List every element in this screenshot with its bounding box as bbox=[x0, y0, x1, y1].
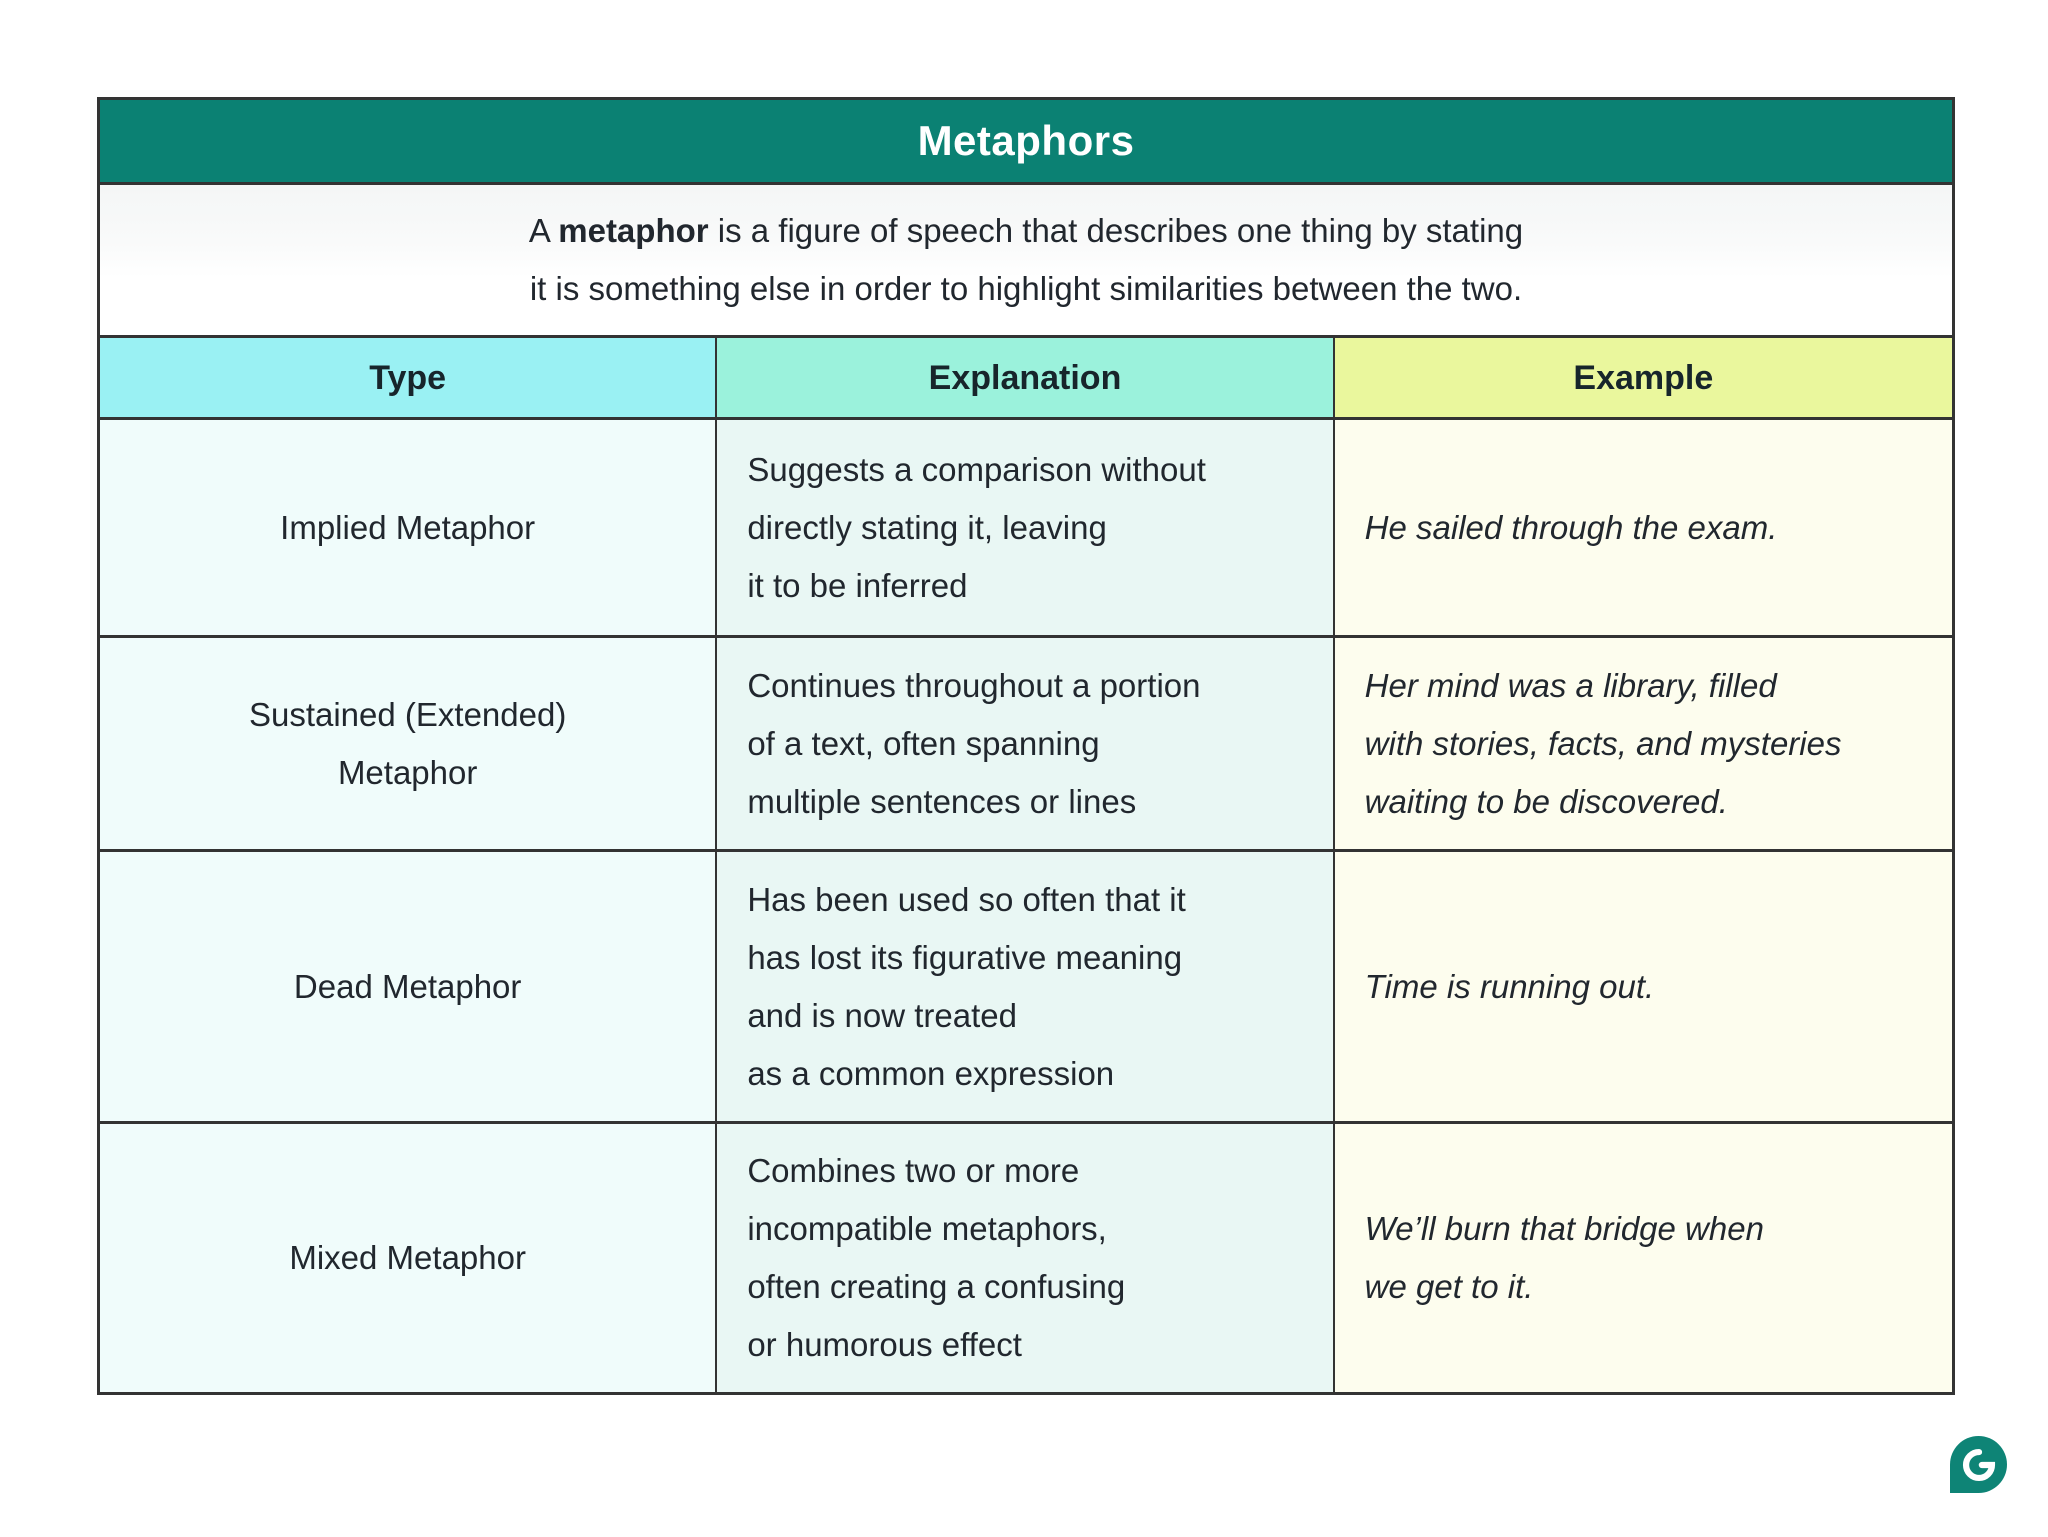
column-header-explanation: Explanation bbox=[717, 338, 1335, 420]
row-implied-type: Implied Metaphor bbox=[100, 420, 718, 638]
table-title-bar: Metaphors bbox=[100, 100, 1952, 185]
row-dead-explanation: Has been used so often that it has lost … bbox=[717, 852, 1335, 1124]
metaphor-types-grid: Type Explanation Example Implied Metapho… bbox=[100, 338, 1952, 1392]
row-dead-type: Dead Metaphor bbox=[100, 852, 718, 1124]
row-mixed-example: We’ll burn that bridge when we get to it… bbox=[1334, 1124, 1952, 1392]
row-sustained-explanation: Continues throughout a portion of a text… bbox=[717, 638, 1335, 852]
intro-prefix: A bbox=[528, 212, 559, 249]
column-header-type: Type bbox=[100, 338, 718, 420]
row-implied-explanation: Suggests a comparison without directly s… bbox=[717, 420, 1335, 638]
row-mixed-type: Mixed Metaphor bbox=[100, 1124, 718, 1392]
row-mixed-explanation: Combines two or more incompatible metaph… bbox=[717, 1124, 1335, 1392]
row-dead-example: Time is running out. bbox=[1334, 852, 1952, 1124]
row-implied-example: He sailed through the exam. bbox=[1334, 420, 1952, 638]
intro-line-2: it is something else in order to highlig… bbox=[529, 270, 1523, 307]
column-header-example: Example bbox=[1334, 338, 1952, 420]
intro-text: A metaphor is a figure of speech that de… bbox=[100, 185, 1952, 338]
intro-bold-word: metaphor bbox=[558, 212, 709, 249]
row-sustained-type: Sustained (Extended) Metaphor bbox=[100, 638, 718, 852]
intro-suffix: is a figure of speech that describes one… bbox=[708, 212, 1524, 249]
grammarly-g-icon bbox=[1962, 1448, 1995, 1481]
grammarly-logo bbox=[1950, 1436, 2007, 1493]
page-title: Metaphors bbox=[917, 117, 1135, 164]
metaphors-table: Metaphors A metaphor is a figure of spee… bbox=[97, 97, 1955, 1395]
row-sustained-example: Her mind was a library, filled with stor… bbox=[1334, 638, 1952, 852]
intro-line-1: A metaphor is a figure of speech that de… bbox=[529, 202, 1523, 260]
